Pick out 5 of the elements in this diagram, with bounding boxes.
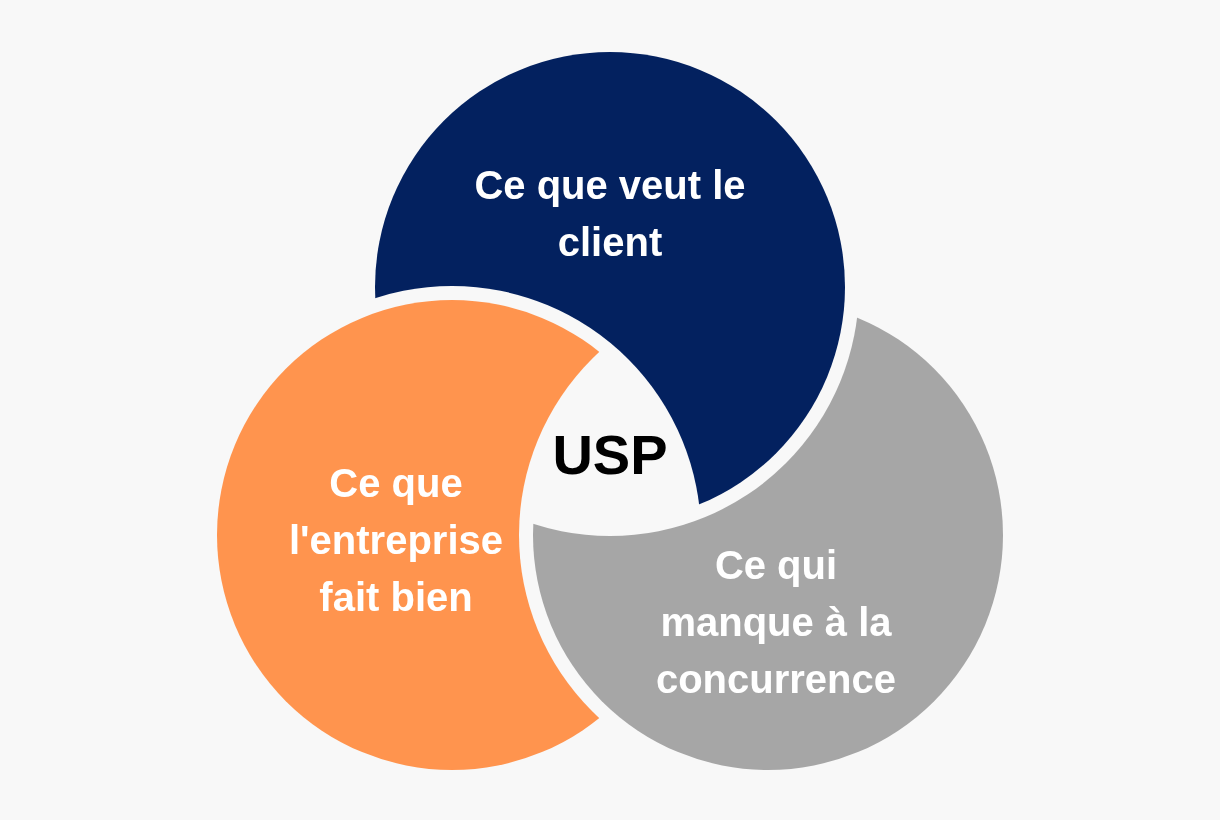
node-label: Ce que l'entreprise fait bien <box>288 460 503 619</box>
node-label: Ce que veut le client <box>474 163 746 264</box>
node-label: Ce qui manque à la concurrence <box>655 542 897 701</box>
crescent-shape <box>533 317 1003 770</box>
center-label: USP <box>552 423 668 487</box>
